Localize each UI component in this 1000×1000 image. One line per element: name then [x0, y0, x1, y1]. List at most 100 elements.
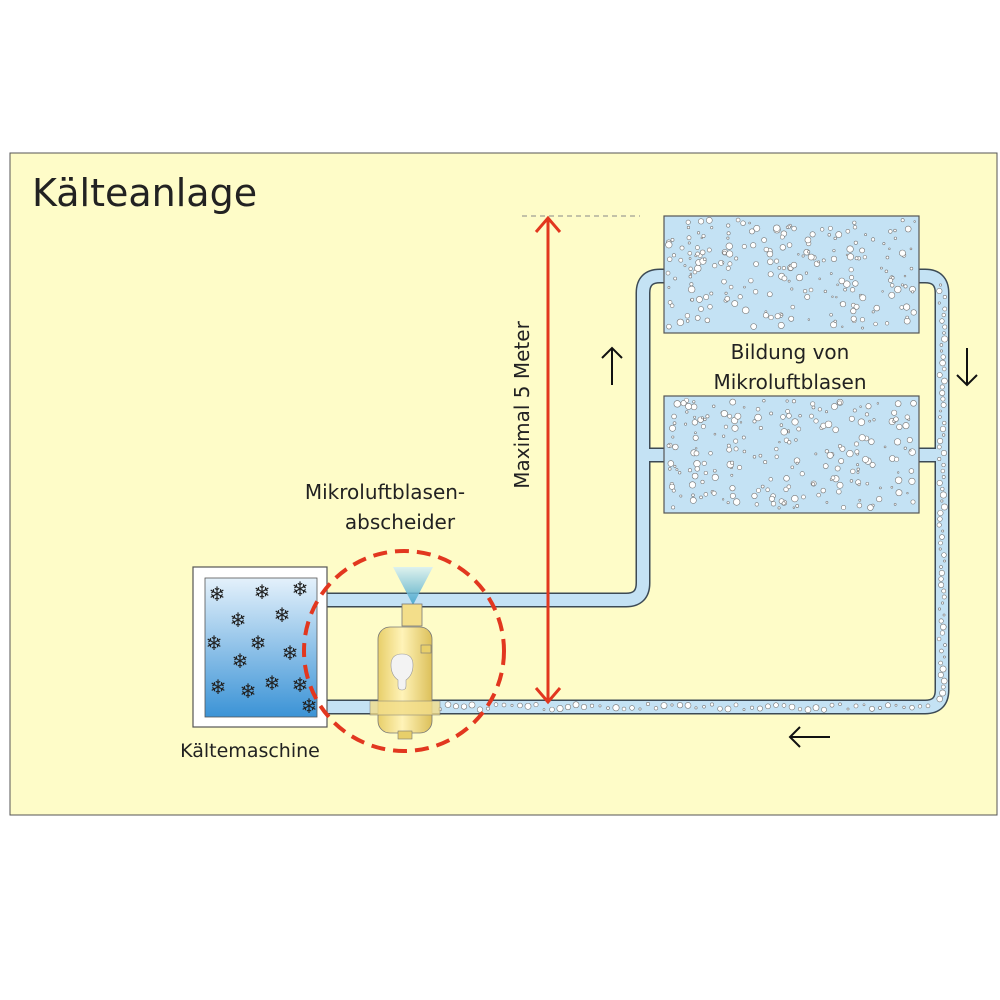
bubble [700, 236, 703, 240]
bubble [692, 400, 696, 404]
bubble [768, 314, 774, 321]
bubble [936, 372, 943, 378]
bubble [667, 286, 671, 289]
bubble [669, 424, 676, 432]
bubble [836, 283, 839, 287]
bubble [879, 486, 882, 490]
bubble [801, 254, 805, 258]
bubble [680, 400, 687, 407]
bubble [740, 220, 746, 226]
bubble [756, 488, 761, 493]
bubble [739, 421, 743, 424]
bubble [666, 323, 672, 330]
bubble [670, 238, 675, 242]
radiator-top [663, 215, 920, 334]
bubble [941, 377, 948, 385]
bubble [941, 462, 946, 468]
snowflake-icon: ❄ [209, 582, 226, 606]
bubble [767, 271, 774, 278]
bubble [774, 313, 781, 320]
bubble [836, 489, 842, 495]
bubble [787, 430, 790, 434]
bubble [893, 503, 897, 506]
snowflake-icon: ❄ [301, 694, 318, 718]
diagram-title: Kälteanlage [32, 171, 257, 215]
bubble [818, 277, 821, 281]
bubble [779, 423, 784, 427]
bubble [841, 505, 847, 511]
bubble [733, 446, 739, 452]
bubble [941, 552, 947, 558]
bubble [859, 294, 867, 302]
bubble [882, 242, 886, 246]
snowflake-icon: ❄ [274, 603, 291, 627]
bubble [671, 505, 676, 510]
bubble [940, 486, 945, 492]
bubble [660, 702, 668, 709]
bubble [468, 701, 476, 709]
bubble [943, 559, 946, 563]
bubble [713, 468, 717, 473]
separator-label-line2: abscheider [345, 510, 456, 534]
bubble [876, 402, 880, 405]
bubble [867, 504, 874, 511]
bubble [726, 250, 734, 258]
bubble [788, 703, 796, 711]
bubble [899, 249, 906, 257]
bubble [940, 449, 947, 457]
bubble [937, 672, 944, 678]
bubble [893, 228, 897, 233]
bubble [884, 321, 890, 326]
snowflake-icon: ❄ [232, 649, 249, 673]
bubble [905, 315, 909, 320]
bubble [783, 475, 790, 482]
bubble [533, 702, 539, 708]
bubble [856, 463, 860, 467]
bubble [777, 322, 785, 329]
bubble [807, 250, 811, 254]
bubble [788, 315, 795, 322]
bubble [542, 708, 546, 711]
bubble [753, 289, 759, 295]
bubble [869, 705, 875, 712]
bubble [936, 287, 943, 295]
bubble [873, 321, 878, 327]
bubble [692, 434, 699, 441]
bubble [717, 706, 723, 712]
bubble [725, 242, 733, 250]
bubble [781, 265, 786, 271]
bubble [777, 506, 781, 510]
bubble [762, 399, 766, 403]
bubble [835, 231, 843, 238]
bubble [939, 491, 947, 499]
bubble [872, 418, 876, 422]
bubble [770, 501, 777, 507]
bubble [942, 324, 948, 330]
bubble [795, 461, 799, 465]
bubble [791, 399, 796, 404]
bubble [702, 257, 707, 262]
bubble [843, 280, 851, 288]
bubble [725, 265, 731, 271]
bubble [814, 452, 818, 456]
bubble [742, 405, 746, 409]
bubble [894, 285, 902, 294]
bubble [688, 481, 696, 489]
bubble [733, 498, 741, 506]
bubble [689, 272, 693, 276]
bubble [829, 702, 835, 708]
bubble [790, 304, 795, 310]
bubble [831, 403, 838, 410]
bubble [742, 306, 750, 314]
bubble [940, 396, 946, 402]
bubble [742, 708, 746, 711]
bubble [693, 460, 701, 468]
bubble [696, 296, 703, 303]
flow-left-arrow-icon [788, 726, 830, 748]
bubble [705, 414, 710, 419]
bubble [862, 456, 869, 463]
bubble [706, 217, 713, 224]
bubble [460, 703, 468, 710]
snowflake-icon: ❄ [230, 608, 247, 632]
bubble [864, 412, 869, 417]
